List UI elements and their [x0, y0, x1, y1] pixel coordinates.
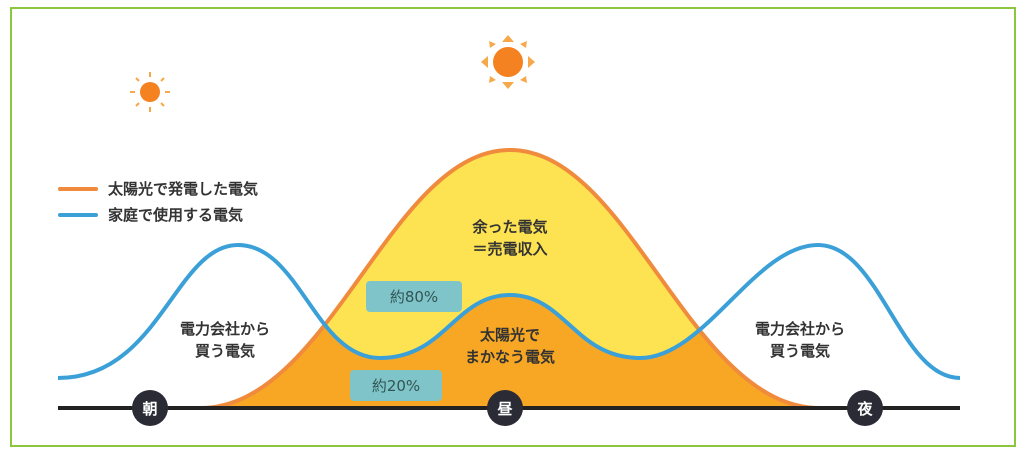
- label-line: ＝売電収入: [472, 240, 548, 258]
- legend-household: 家庭で使用する電気: [58, 204, 243, 225]
- right-buy-label: 電力会社から買う電気: [735, 318, 865, 362]
- surplus-percent-badge: 約80%: [366, 281, 462, 312]
- legend-label: 家庭で使用する電気: [108, 206, 244, 224]
- night-marker: 夜: [847, 390, 883, 426]
- morning-sun-icon: [130, 72, 170, 112]
- surplus-area: [200, 150, 820, 408]
- legend-swatch-blue: [58, 212, 98, 217]
- label-line: まかなう電気: [464, 348, 555, 366]
- solar-covered-label: 太陽光でまかなう電気: [440, 324, 580, 368]
- label-line: 電力会社から: [754, 320, 845, 338]
- solar-generation-curve: [199, 147, 821, 410]
- noon-marker: 昼: [487, 390, 523, 426]
- legend-solar: 太陽光で発電した電気: [58, 178, 258, 199]
- noon-sun-icon: [481, 35, 535, 89]
- frame-border: [10, 7, 1016, 447]
- label-line: 太陽光で: [479, 326, 540, 344]
- moon-icon: [852, 76, 886, 110]
- legend-label: 太陽光で発電した電気: [108, 180, 259, 198]
- covered-percent-badge: 約20%: [350, 370, 442, 401]
- surplus-label: 余った電気 ＝売電収入: [440, 216, 580, 260]
- household-usage-curve: [57, 242, 961, 380]
- label-line: 電力会社から: [179, 320, 270, 338]
- label-line: 買う電気: [769, 342, 830, 360]
- legend-swatch-orange: [58, 186, 98, 191]
- morning-marker: 朝: [132, 390, 168, 426]
- label-line: 買う電気: [194, 342, 255, 360]
- label-line: 余った電気: [472, 218, 548, 236]
- left-buy-label: 電力会社から買う電気: [160, 318, 290, 362]
